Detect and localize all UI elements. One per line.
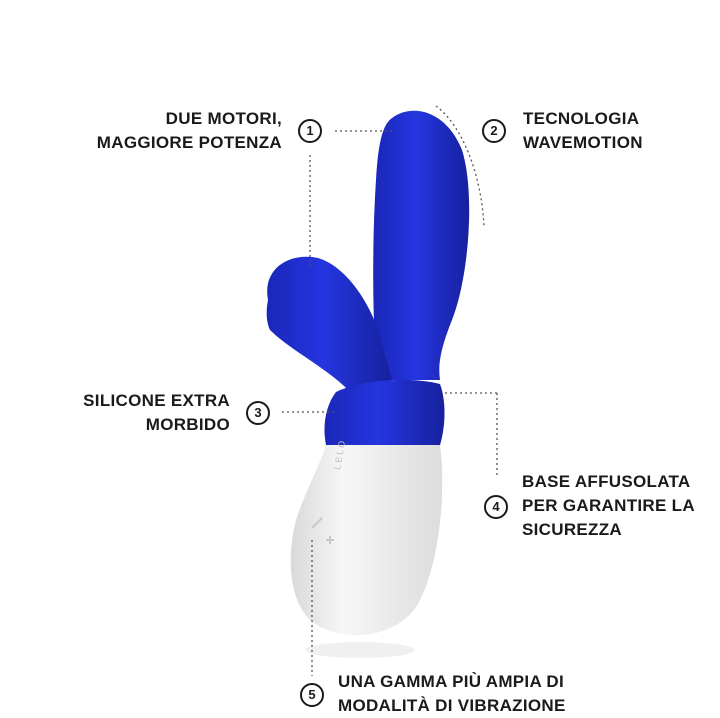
main-shaft: [373, 110, 470, 381]
button-plus-icon: [326, 536, 334, 544]
feature-3-label: SILICONE EXTRA MORBIDO: [83, 389, 230, 437]
feature-3-number-badge: 3: [246, 401, 270, 425]
feature-3-line-2: MORBIDO: [145, 415, 230, 434]
feature-4-line-2: PER GARANTIRE LA: [522, 496, 695, 515]
feature-3-line-1: SILICONE EXTRA: [83, 391, 230, 410]
handle: [290, 445, 443, 636]
feature-5-number-badge: 5: [300, 683, 324, 707]
feature-2-number-badge: 2: [482, 119, 506, 143]
feature-4-line-1: BASE AFFUSOLATA: [522, 472, 691, 491]
feature-4-line-3: SICUREZZA: [522, 520, 622, 539]
perineum-arm: [266, 256, 392, 392]
base-collar: [324, 379, 445, 445]
feature-5-line-1: UNA GAMMA PIÙ AMPIA DI: [338, 672, 565, 691]
button-minus-icon: [311, 517, 323, 529]
feature-1-label: DUE MOTORI, MAGGIORE POTENZA: [97, 107, 282, 155]
feature-1-line-2: MAGGIORE POTENZA: [96, 133, 282, 152]
feature-2-line-1: TECNOLOGIA: [523, 109, 640, 128]
feature-2-line-2: WAVEMOTION: [523, 133, 643, 152]
feature-5-label: UNA GAMMA PIÙ AMPIA DI MODALITÀ DI VIBRA…: [338, 670, 566, 718]
feature-1-line-1: DUE MOTORI,: [165, 109, 282, 128]
feature-4-label: BASE AFFUSOLATA PER GARANTIRE LA SICUREZ…: [522, 470, 695, 542]
feature-4-number-badge: 4: [484, 495, 508, 519]
feature-5-line-2: MODALITÀ DI VIBRAZIONE: [338, 696, 566, 715]
feature-1-number-badge: 1: [298, 119, 322, 143]
feature-2-label: TECNOLOGIA WAVEMOTION: [523, 107, 643, 155]
